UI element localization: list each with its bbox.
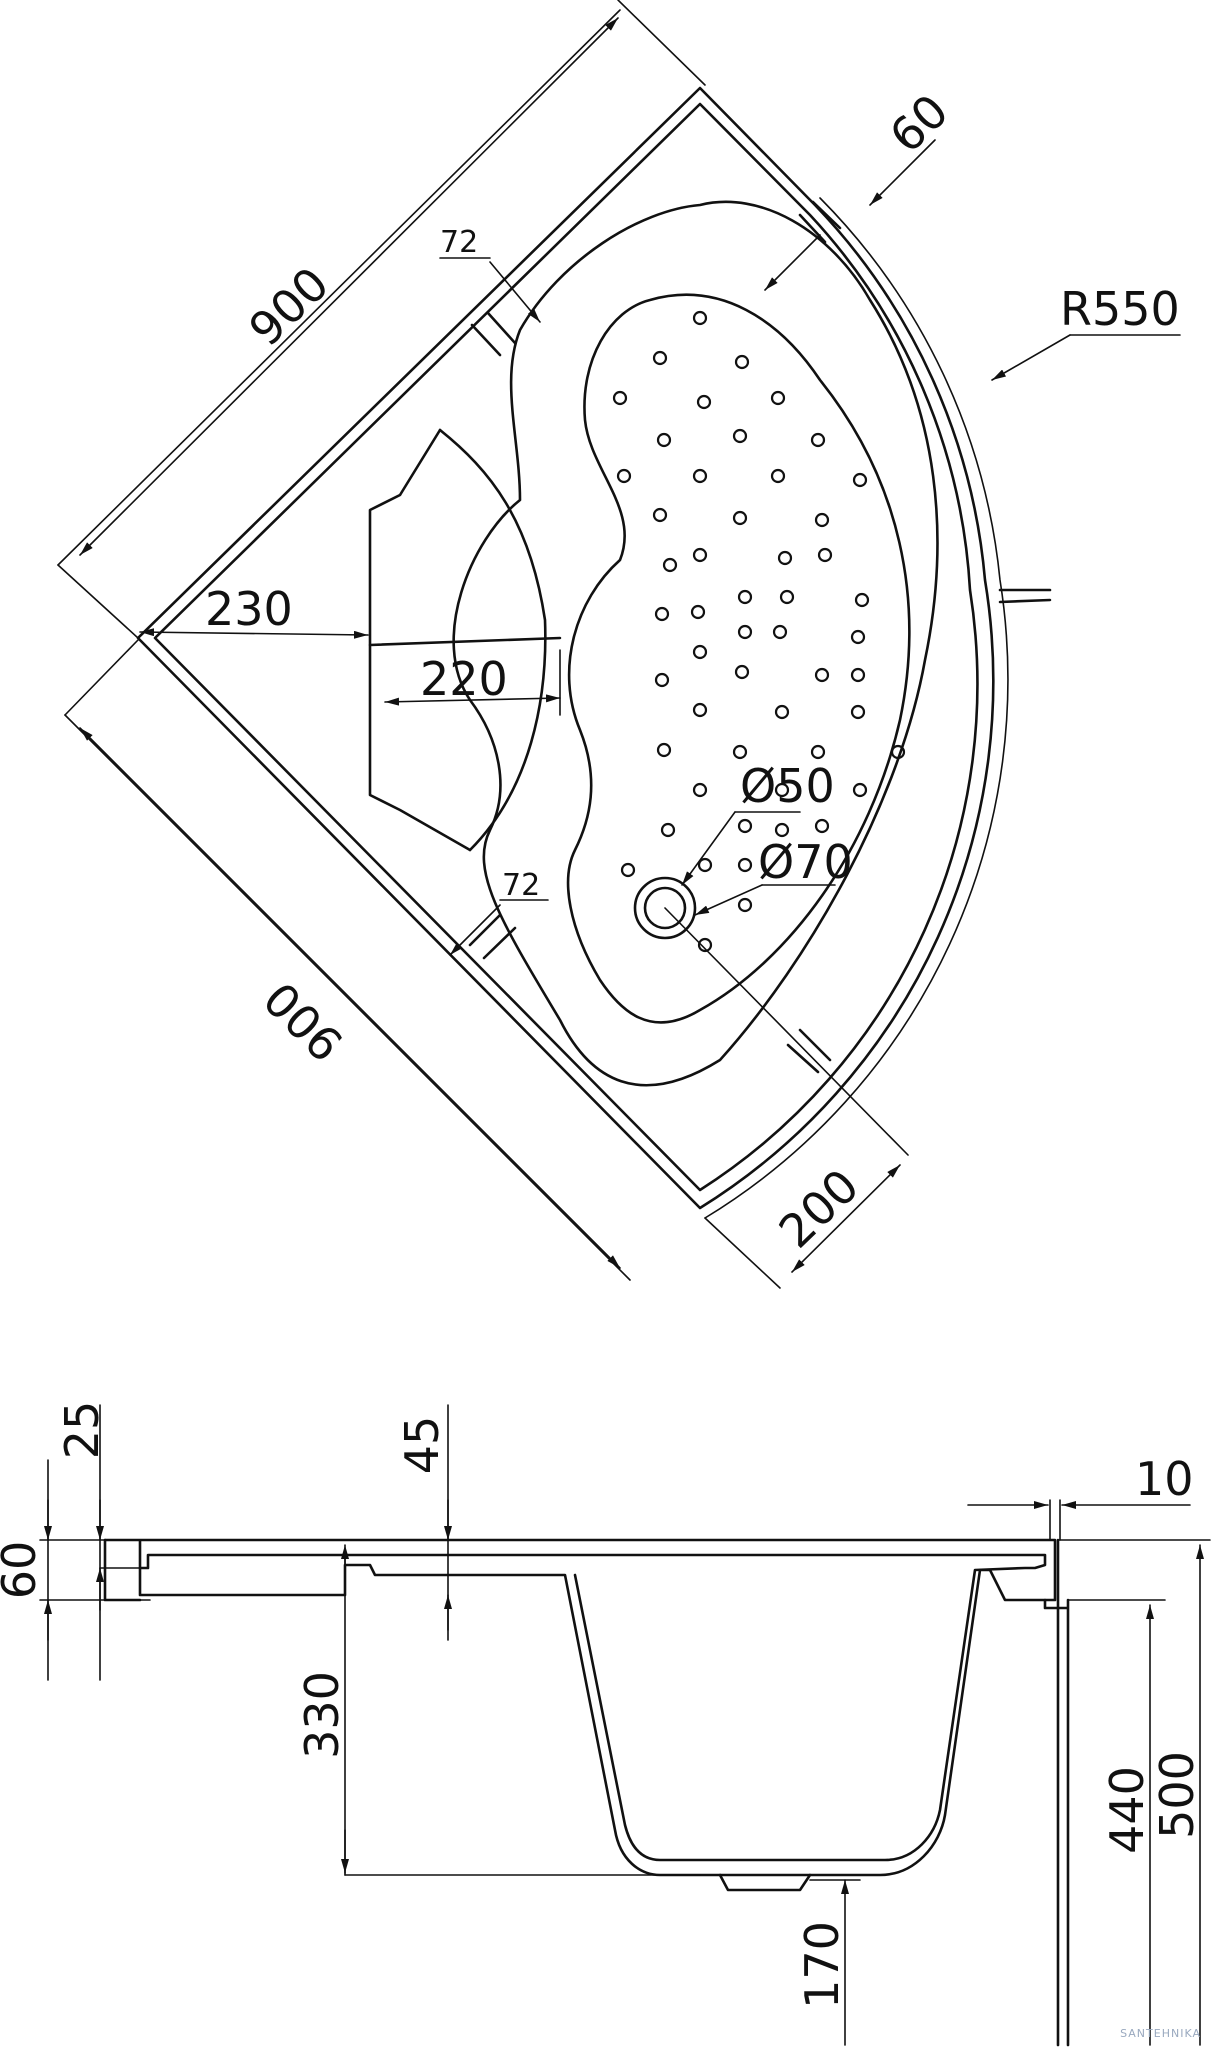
dim-170-label: 170 [795, 1921, 849, 2009]
dim-72-arrow [489, 261, 541, 323]
dim-d70-label: Ø70 [758, 835, 853, 889]
dim-60s-label: 60 [0, 1541, 46, 1600]
dim-72b-arrow [449, 904, 501, 956]
dim-900-ext2 [617, 0, 706, 86]
dim-230-label: 230 [205, 582, 293, 636]
dim-900b-line [79, 727, 621, 1269]
step-line [368, 636, 562, 647]
watermark-logo: SANTEHNIKA [1120, 2027, 1201, 2040]
dim-330-label: 330 [295, 1671, 349, 1759]
dim-r550-label: R550 [1060, 282, 1180, 336]
dim-45-label: 45 [395, 1416, 449, 1475]
dim-d50-arrow [681, 811, 736, 886]
dim-900-line [79, 17, 619, 556]
dim-200-ext [664, 907, 909, 1156]
dim-220-label: 220 [420, 652, 508, 706]
dim-200-label: 200 [769, 1159, 870, 1259]
drain-inner [643, 886, 687, 930]
top-view: 900 900 R550 60 230 220 72 72 Ø50 Ø70 20… [57, 0, 1181, 1289]
dim-220-line [384, 694, 561, 706]
seat-outline [452, 200, 939, 1087]
dim-440-label: 440 [1100, 1766, 1154, 1854]
section-inner [138, 1553, 1047, 1862]
dim-900b-ext2 [64, 639, 139, 716]
tray-outline-inner [153, 102, 979, 1192]
dim-72-label: 72 [440, 225, 478, 260]
dim-d50-label: Ø50 [740, 759, 835, 813]
dim-d70-arrow [694, 884, 763, 916]
section-view: 60 25 45 10 330 440 500 170 [0, 1401, 1211, 2047]
dim-200-ext2 [704, 1217, 781, 1289]
dim-500-label: 500 [1150, 1751, 1204, 1839]
tray-rim-edge [704, 197, 1009, 1219]
dim-25-label: 25 [55, 1401, 109, 1460]
dim-900-extension [57, 9, 621, 566]
section-apron [1043, 1538, 1070, 2047]
dim-900-label: 900 [239, 257, 340, 357]
section-outline [103, 1538, 1057, 1877]
dim-900-ext3 [57, 564, 139, 639]
section-drain [718, 1873, 812, 1892]
step-frame [368, 428, 472, 852]
tray-outline [136, 86, 995, 1210]
dim-r550-arrow [991, 334, 1071, 381]
dim-10-label: 10 [1135, 1452, 1194, 1506]
massage-holes [612, 310, 906, 953]
dim-60-label: 60 [879, 84, 959, 164]
dim-200-line [791, 1164, 901, 1273]
dim-230-line [139, 628, 369, 639]
dim-72b-label: 72 [502, 868, 540, 903]
section-left-wall [103, 1538, 142, 1602]
dim-60-line2 [764, 234, 821, 291]
dim-60-line [869, 139, 936, 206]
